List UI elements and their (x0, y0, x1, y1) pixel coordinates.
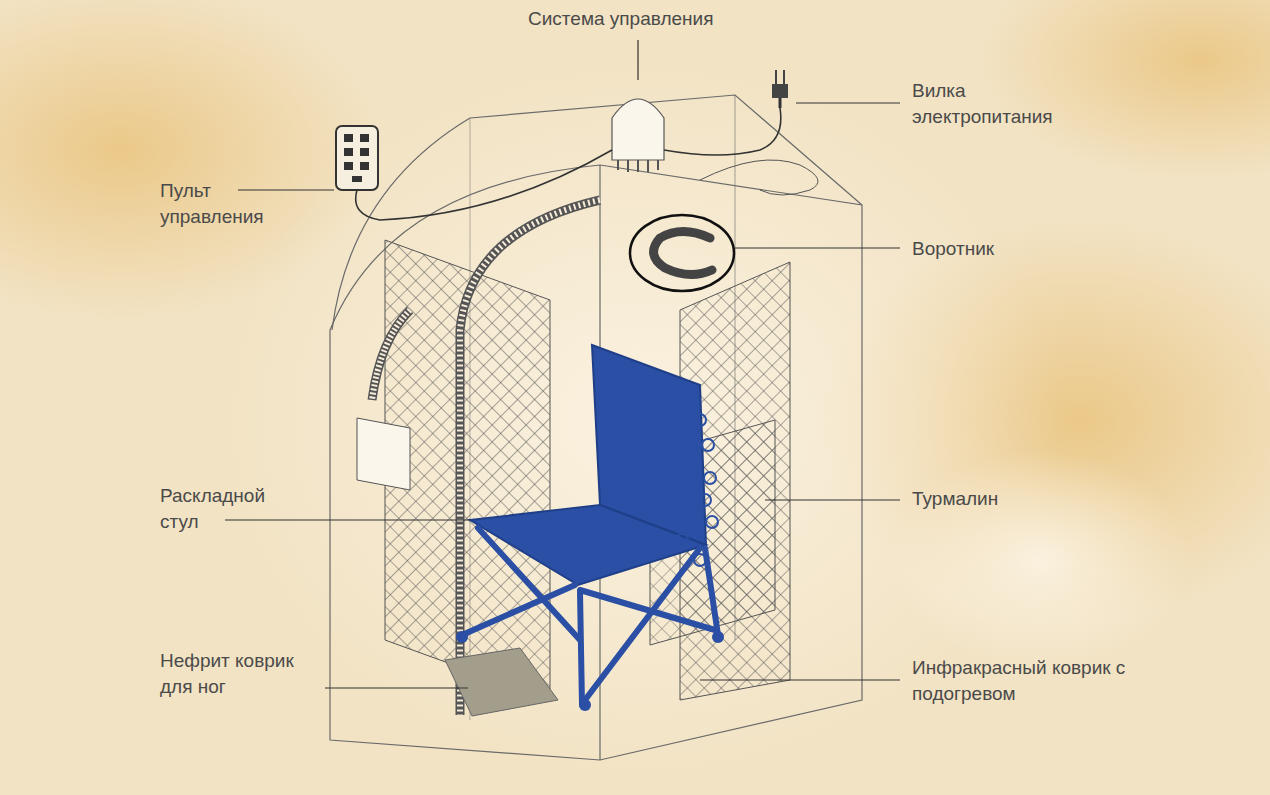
part-label: Раскладной стул (160, 483, 280, 534)
part-label: Нефрит коврик для ног (160, 648, 310, 699)
part-label: Вилка электропитания (912, 78, 1082, 129)
part-label: Инфракрасный коврик с подогревом (912, 655, 1152, 706)
part-label: Воротник (912, 236, 994, 262)
part-label: Система управления (528, 6, 713, 32)
part-label: Турмалин (912, 486, 998, 512)
part-label: Пульт управления (160, 178, 280, 229)
